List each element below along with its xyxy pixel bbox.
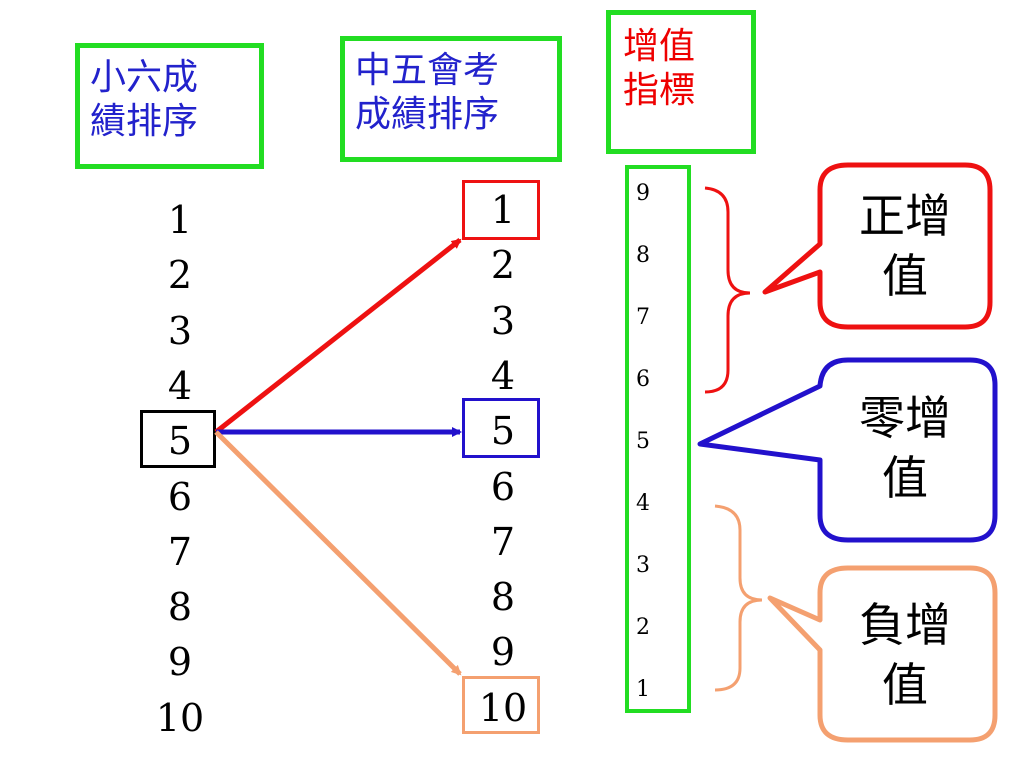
secondary-rank-9: 9: [490, 630, 516, 675]
negative-callout-bubble: [767, 565, 998, 743]
primary-rank-8: 8: [167, 585, 193, 630]
secondary-rank-1: 1: [490, 188, 516, 232]
zero-callout-bubble: [697, 357, 998, 543]
value-added-index-1: 1: [636, 677, 650, 702]
secondary-rank-6: 6: [490, 464, 516, 509]
value-added-index-3: 3: [636, 553, 650, 578]
positive-callout-text: 正增 值: [830, 186, 980, 306]
positive-callout-line1: 正增: [859, 189, 951, 243]
primary-rank-header: 小六成 績排序: [75, 43, 264, 169]
positive-brace: [704, 186, 751, 394]
primary-rank-3: 3: [167, 308, 193, 353]
value-added-index-column: [625, 165, 691, 713]
value-added-header-line2: 指標: [623, 70, 696, 111]
secondary-rank-10-highlight: [462, 676, 540, 734]
secondary-rank-5: 5: [490, 409, 516, 454]
negative-brace: [714, 504, 763, 692]
secondary-rank-7: 7: [490, 519, 516, 564]
secondary-rank-3: 3: [490, 298, 516, 343]
positive-callout-line2: 值: [882, 249, 928, 303]
primary-rank-6: 6: [167, 474, 193, 519]
value-added-index-5: 5: [636, 429, 650, 454]
primary-rank-7: 7: [167, 529, 193, 574]
negative-callout-text: 負增 值: [830, 595, 980, 715]
primary-rank-2: 2: [167, 253, 193, 298]
secondary-rank-1-highlight: [462, 180, 540, 240]
secondary-rank-header-line1: 中五會考: [355, 50, 500, 91]
secondary-rank-8: 8: [490, 575, 516, 620]
secondary-rank-10: 10: [478, 685, 528, 730]
value-added-index-2: 2: [636, 615, 650, 640]
value-added-index-8: 8: [636, 243, 650, 268]
value-added-index-7: 7: [636, 305, 650, 330]
primary-rank-10: 10: [155, 695, 205, 740]
value-added-index-4: 4: [636, 491, 650, 516]
primary-rank-4: 4: [167, 363, 193, 408]
value-added-header: 增值 指標: [606, 10, 756, 154]
negative-callout-line1: 負增: [859, 598, 951, 652]
value-added-header-line1: 增值: [623, 26, 696, 67]
value-added-index-9: 9: [636, 181, 650, 206]
value-added-index-6: 6: [636, 367, 650, 392]
negative-callout-line2: 值: [882, 658, 928, 712]
arrow-to-rank-1: [214, 238, 462, 434]
primary-rank-header-line1: 小六成: [90, 57, 199, 98]
primary-rank-9: 9: [167, 640, 193, 685]
primary-rank-1: 1: [167, 198, 193, 242]
secondary-rank-2: 2: [490, 243, 516, 288]
primary-rank-5: 5: [167, 419, 193, 464]
secondary-rank-header: 中五會考 成績排序: [340, 36, 562, 162]
zero-callout-line2: 值: [882, 451, 928, 505]
secondary-rank-4: 4: [490, 353, 516, 398]
positive-callout-bubble: [762, 162, 993, 330]
secondary-rank-header-line2: 成績排序: [355, 94, 500, 135]
primary-rank-header-line2: 績排序: [90, 101, 199, 142]
secondary-rank-5-highlight: [462, 398, 540, 458]
zero-callout-line1: 零增: [859, 391, 951, 445]
zero-callout-text: 零增 值: [830, 388, 980, 508]
primary-rank-5-highlight: [140, 410, 216, 468]
arrow-to-rank-10: [214, 430, 462, 676]
